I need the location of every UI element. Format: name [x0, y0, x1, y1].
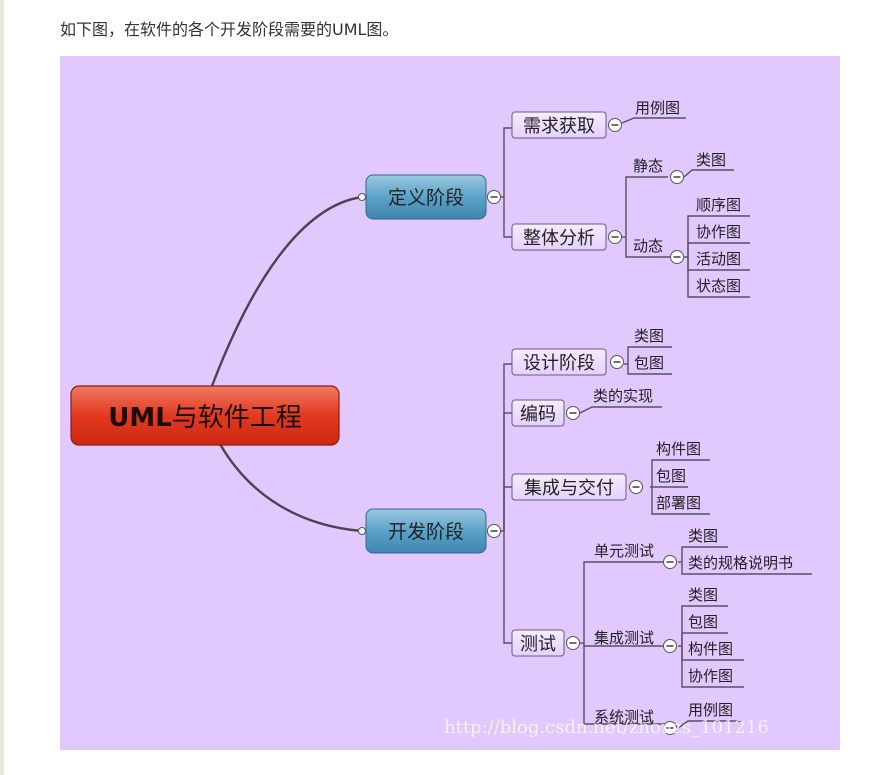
topic-analysis: 整体分析	[511, 223, 607, 251]
leaf-it-collaboration: 协作图	[688, 667, 733, 685]
topic-coding: 编码	[511, 399, 565, 427]
topic-design-label: 设计阶段	[523, 353, 595, 374]
leaf-integration-package: 包图	[656, 467, 686, 485]
topic-testing: 测试	[511, 629, 565, 657]
mindmap-image: UML与软件工程 定义阶段 开发阶段 需求获取 整体分析 设计阶段 编码 集成与…	[60, 56, 840, 750]
leaf-it-class: 类图	[688, 586, 718, 604]
topic-design: 设计阶段	[511, 348, 607, 376]
leaf-state: 状态图	[696, 277, 741, 295]
leaf-activity: 活动图	[696, 250, 741, 268]
leaf-system-use-case: 用例图	[688, 701, 733, 719]
topic-requirements-label: 需求获取	[523, 116, 595, 137]
left-border	[0, 0, 4, 775]
leaf-component: 构件图	[656, 440, 701, 458]
leaf-unit-class: 类图	[688, 527, 718, 545]
phase-node-define: 定义阶段	[365, 174, 487, 220]
leaf-sequence: 顺序图	[696, 196, 741, 214]
leaf-class-static: 类图	[696, 151, 726, 169]
connector-lines	[210, 117, 812, 729]
leaf-class-spec: 类的规格说明书	[688, 554, 793, 572]
topic-analysis-label: 整体分析	[523, 228, 595, 249]
subtopic-integration-test: 集成测试	[594, 629, 654, 647]
subtopic-dynamic: 动态	[633, 237, 663, 255]
topic-integration-label: 集成与交付	[524, 478, 614, 499]
topic-coding-label: 编码	[520, 404, 556, 425]
subtopic-unit-test: 单元测试	[594, 542, 654, 560]
subtopic-static: 静态	[633, 157, 663, 175]
root-node: UML与软件工程	[70, 385, 340, 446]
leaf-design-package: 包图	[634, 354, 664, 372]
leaf-deployment: 部署图	[656, 494, 701, 512]
subtopic-system-test: 系统测试	[594, 708, 654, 726]
phase-define-label: 定义阶段	[388, 187, 464, 209]
leaf-it-package: 包图	[688, 613, 718, 631]
leaf-it-component: 构件图	[688, 640, 733, 658]
intro-text: 如下图，在软件的各个开发阶段需要的UML图。	[60, 20, 399, 39]
leaf-use-case: 用例图	[635, 99, 680, 117]
svg-text:UML与软件工程: UML与软件工程	[108, 403, 302, 433]
leaf-class-implementation: 类的实现	[593, 387, 653, 405]
phase-develop-label: 开发阶段	[388, 521, 464, 543]
phase-node-develop: 开发阶段	[365, 508, 487, 554]
topic-testing-label: 测试	[520, 634, 556, 655]
leaf-collaboration: 协作图	[696, 223, 741, 241]
root-title-prefix: UML	[108, 403, 172, 433]
minus-icons	[490, 124, 681, 729]
topic-requirements: 需求获取	[511, 111, 607, 139]
leaf-design-class: 类图	[634, 327, 664, 345]
topic-integration: 集成与交付	[511, 473, 627, 501]
root-title-suffix: 与软件工程	[172, 403, 302, 433]
watermark: http://blog.csdn.net/zhouzs_101216	[444, 717, 769, 738]
